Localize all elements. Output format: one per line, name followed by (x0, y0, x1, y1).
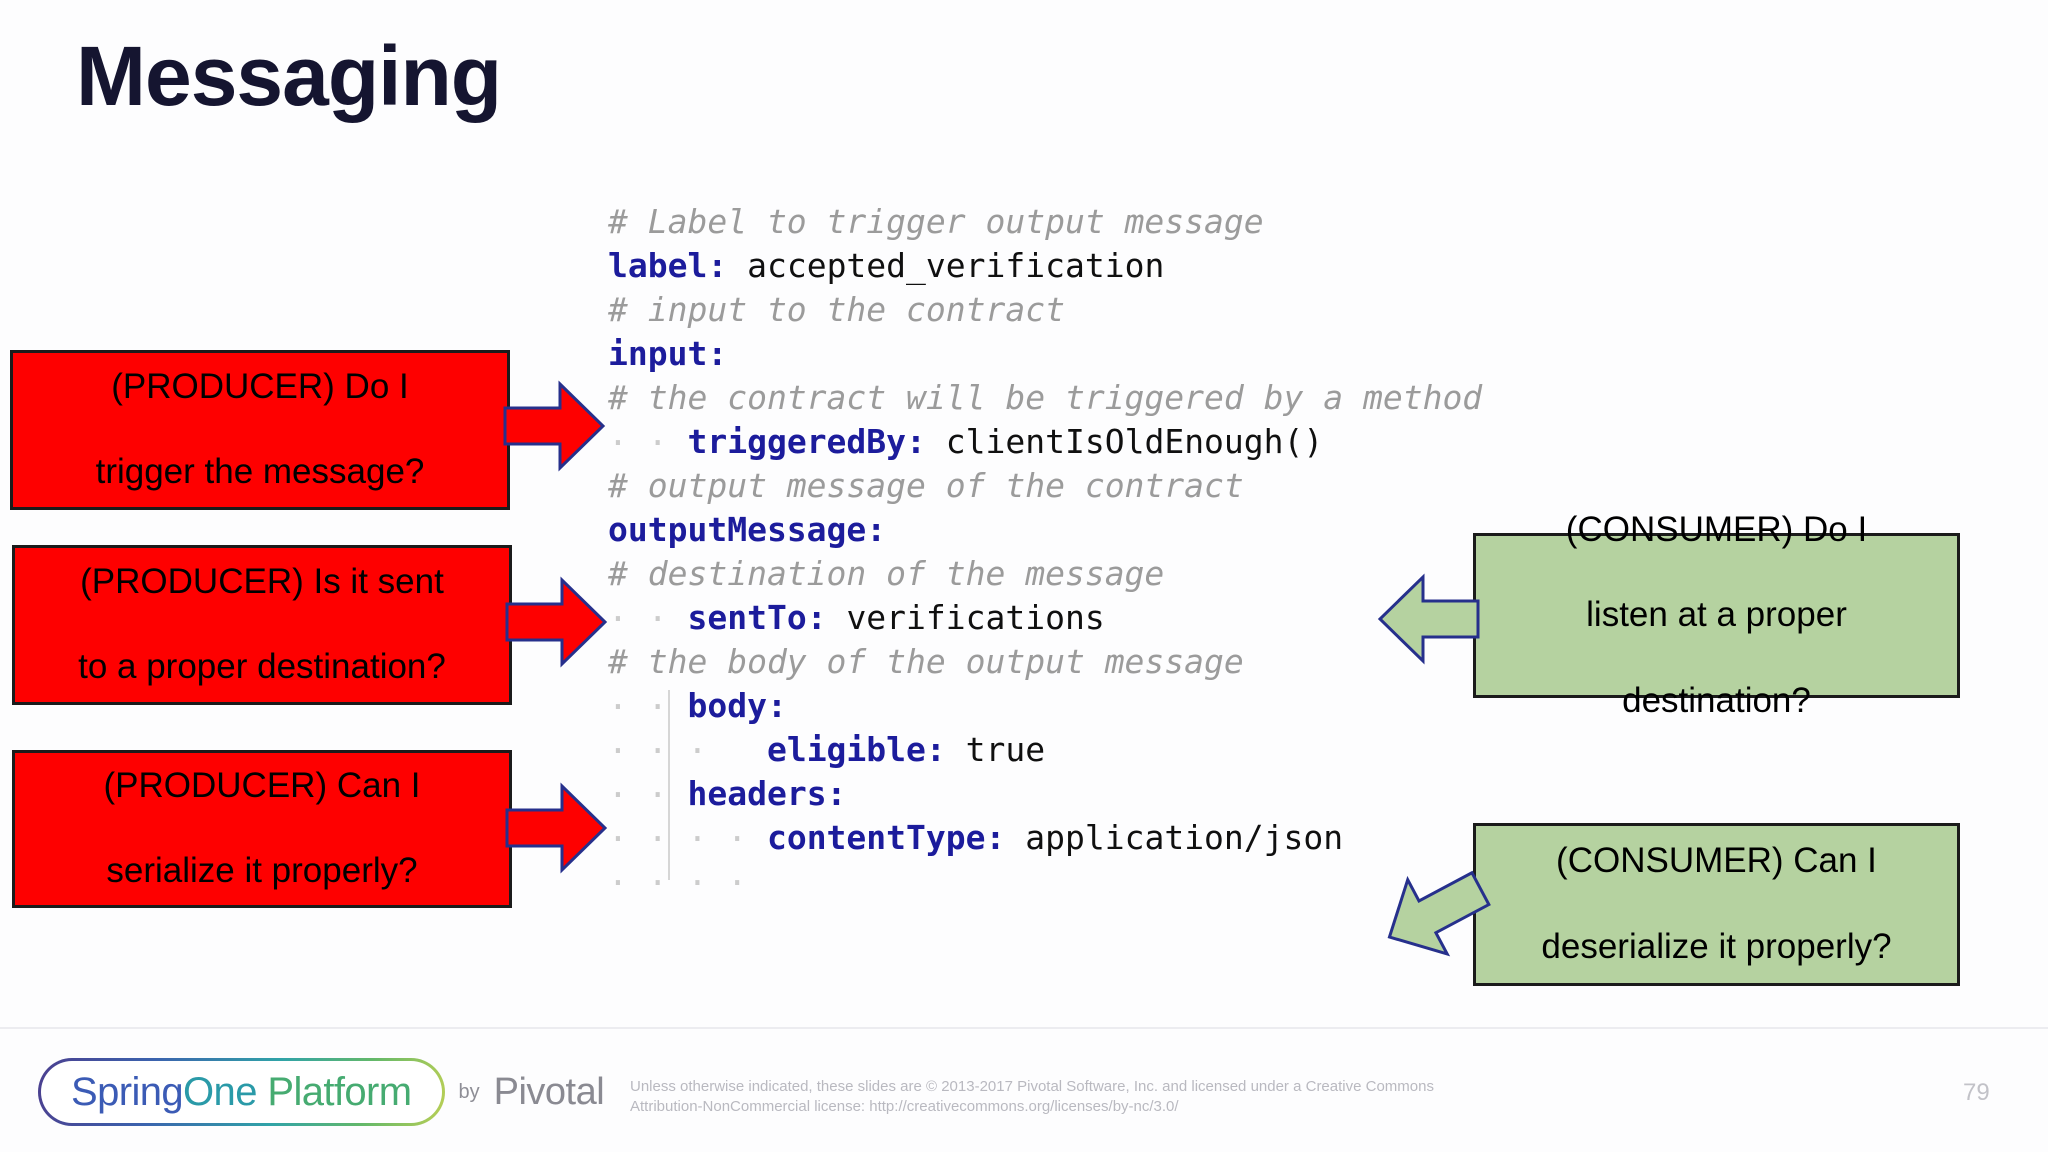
callout-consumer-1[interactable]: (CONSUMER) Do I listen at a proper destina… (1473, 510, 1960, 720)
footer-divider (0, 1027, 2048, 1029)
code-indent (608, 686, 687, 725)
callout-consumer-2-line2: deserialize it properly? (1541, 926, 1892, 966)
code-space (926, 422, 946, 461)
code-indent (608, 598, 687, 637)
logo-platform-text (257, 1070, 268, 1114)
callout-producer-2-line2: to a proper destination? (78, 647, 446, 687)
slide-number: 79 (1963, 1079, 1990, 1106)
code-line: body: (608, 684, 1482, 728)
logo-pill: SpringOne Platform (38, 1058, 445, 1126)
code-indent (608, 730, 767, 769)
logo-platform-word: Platform (267, 1069, 412, 1114)
callout-producer-2-line1: (PRODUCER) Is it sent (80, 561, 444, 601)
code-comment: # input to the contract (608, 290, 1065, 329)
callout-producer-2-text: (PRODUCER) Is it sent to a proper destina… (54, 561, 470, 689)
code-space (727, 246, 747, 285)
code-line: # Label to trigger output message (608, 200, 1482, 244)
copyright-line-1: Unless otherwise indicated, these slides… (630, 1078, 1434, 1095)
page-title: Messaging (76, 29, 502, 123)
code-space (827, 598, 847, 637)
code-line: # the body of the output message (608, 640, 1482, 684)
code-comment: # output message of the contract (608, 466, 1244, 505)
code-key: input: (608, 334, 728, 373)
arrow-producer-1 (503, 380, 606, 472)
code-space (946, 730, 966, 769)
code-line: # output message of the contract (608, 464, 1482, 508)
code-indent (608, 774, 687, 813)
code-line: label: accepted_verification (608, 244, 1482, 288)
callout-producer-1-line1: (PRODUCER) Do I (111, 366, 409, 406)
code-comment: # the contract will be triggered by a me… (608, 378, 1483, 417)
callout-consumer-1-line1: (CONSUMER) Do I (1565, 509, 1868, 549)
code-key: body: (687, 686, 787, 725)
copyright-notice: Unless otherwise indicated, these slides… (630, 1077, 1434, 1117)
arrow-consumer-1 (1377, 573, 1480, 665)
code-line: # the contract will be triggered by a me… (608, 376, 1482, 420)
logo-wordmark: SpringOne Platform (71, 1070, 412, 1115)
arrow-producer-3 (505, 782, 608, 874)
code-line: # destination of the message (608, 552, 1482, 596)
logo-pivotal-text: Pivotal (493, 1070, 605, 1113)
code-line: outputMessage: (608, 508, 1482, 552)
springone-platform-logo: SpringOne Platform by Pivotal (38, 1058, 605, 1126)
code-key: outputMessage: (608, 510, 887, 549)
callout-producer-3-text: (PRODUCER) Can I serialize it properly? (80, 765, 445, 893)
callout-consumer-1-text: (CONSUMER) Do I listen at a proper destina… (1542, 509, 1891, 722)
callout-producer-1[interactable]: (PRODUCER) Do I trigger the message? (10, 350, 510, 510)
code-indent (608, 818, 767, 857)
code-value: clientIsOldEnough() (945, 422, 1324, 461)
code-comment: # destination of the message (608, 554, 1165, 593)
code-line: sentTo: verifications (608, 596, 1482, 640)
code-key: headers: (687, 774, 847, 813)
code-comment: # Label to trigger output message (608, 202, 1264, 241)
logo-by-text: by (458, 1080, 480, 1103)
code-line: eligible: true (608, 728, 1482, 772)
code-value: true (965, 730, 1046, 769)
callout-consumer-2[interactable]: (CONSUMER) Can I deserialize it properly? (1473, 823, 1960, 986)
logo-spring-text: Spring (71, 1069, 184, 1114)
callout-consumer-2-text: (CONSUMER) Can I deserialize it properly? (1517, 840, 1915, 968)
code-value: verifications (846, 598, 1105, 637)
callout-consumer-2-line1: (CONSUMER) Can I (1556, 841, 1877, 881)
code-key: sentTo: (687, 598, 827, 637)
callout-producer-3[interactable]: (PRODUCER) Can I serialize it properly? (12, 750, 512, 908)
code-line: headers: (608, 772, 1482, 816)
logo-one-text: One (183, 1069, 257, 1114)
code-key: label: (608, 246, 728, 285)
code-space (1005, 818, 1025, 857)
code-value: accepted_verification (747, 246, 1165, 285)
code-value: application/json (1025, 818, 1344, 857)
arrow-producer-2 (505, 576, 608, 668)
copyright-line-2: Attribution-NonCommercial license: http:… (630, 1098, 1179, 1115)
callout-producer-2[interactable]: (PRODUCER) Is it sent to a proper destina… (12, 545, 512, 705)
code-key: eligible: (766, 730, 946, 769)
callout-consumer-1-line3: destination? (1622, 680, 1811, 720)
code-line: contentType: application/json (608, 816, 1482, 860)
code-line: triggeredBy: clientIsOldEnough() (608, 420, 1482, 464)
code-line: input: (608, 332, 1482, 376)
code-key: contentType: (766, 818, 1006, 857)
indent-guide-line (668, 778, 671, 880)
code-comment: # the body of the output message (608, 642, 1244, 681)
code-indent (608, 422, 687, 461)
callout-producer-1-line2: trigger the message? (95, 452, 425, 492)
code-line: # input to the contract (608, 288, 1482, 332)
callout-producer-3-line1: (PRODUCER) Can I (103, 765, 421, 805)
code-key: triggeredBy: (687, 422, 926, 461)
callout-producer-3-line2: serialize it properly? (106, 851, 418, 891)
callout-consumer-1-line2: listen at a proper (1586, 595, 1847, 635)
callout-producer-1-text: (PRODUCER) Do I trigger the message? (72, 366, 449, 494)
arrow-consumer-2 (1387, 870, 1491, 957)
